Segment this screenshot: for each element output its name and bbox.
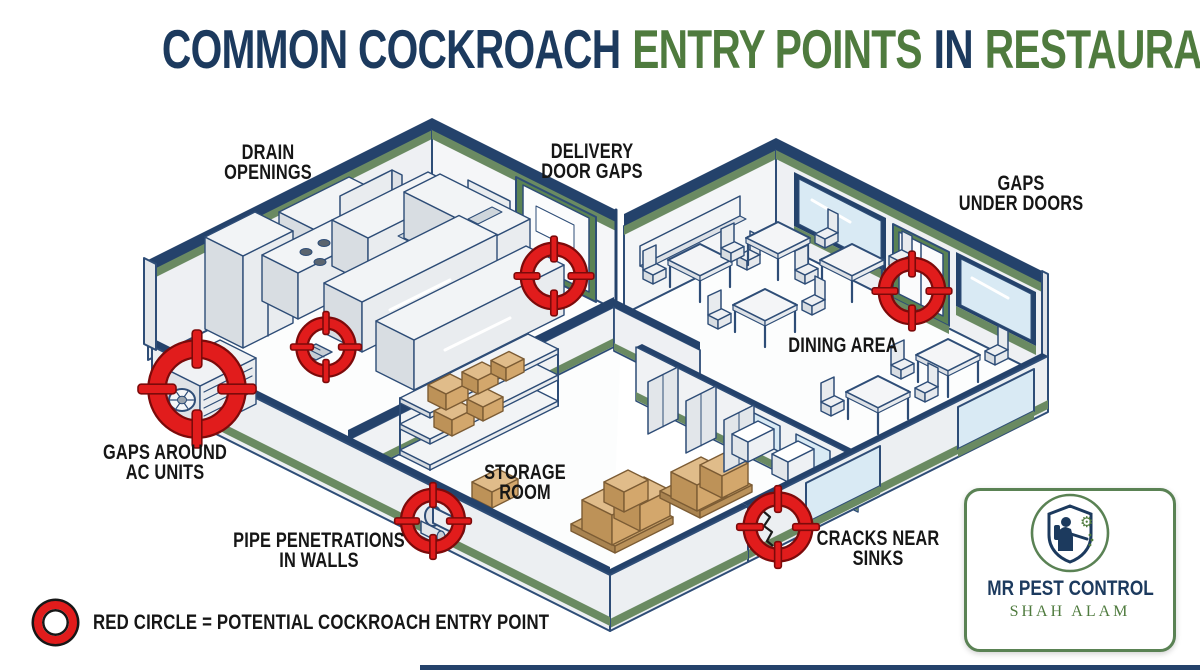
legend: RED CIRCLE = POTENTIAL COCKROACH ENTRY P…	[34, 601, 663, 644]
label-pipe-penetrations: PIPE PENETRATIONS IN WALLS	[233, 529, 405, 572]
title-part-3: IN	[933, 18, 974, 80]
sprayer-wand-icon	[1069, 532, 1089, 541]
pest-technician-icon	[1054, 517, 1094, 551]
title-part-2: ENTRY POINTS	[632, 18, 922, 80]
marker-gaps-under-doors	[871, 250, 953, 332]
marker-pipe-penetrations	[393, 481, 473, 561]
gear-icon: ⚙	[1080, 514, 1093, 531]
title-part-1: COMMON COCKROACH	[161, 18, 621, 80]
label-gaps-around-ac-units: GAPS AROUND AC UNITS	[103, 441, 227, 484]
label-gaps-under-doors: GAPS UNDER DOORS	[958, 172, 1084, 215]
marker-drain-openings	[289, 310, 363, 384]
label-cracks-near-sinks: CRACKS NEAR SINKS	[816, 527, 940, 570]
legend-text: RED CIRCLE = POTENTIAL COCKROACH ENTRY P…	[93, 610, 550, 634]
label-dining-area: DINING AREA	[788, 334, 898, 357]
red-circle-icon	[34, 601, 77, 644]
title-part-4: RESTAURANTS	[984, 18, 1200, 80]
bottom-border	[420, 665, 1200, 670]
marker-gaps-around-ac-units	[137, 329, 257, 449]
marker-cracks-near-sinks	[735, 484, 821, 570]
label-drain-openings: DRAIN OPENINGS	[224, 141, 312, 184]
label-delivery-door-gaps: DELIVERY DOOR GAPS	[541, 140, 643, 183]
marker-delivery-door-gaps	[513, 235, 595, 317]
logo-emblem: ⚙	[1030, 493, 1110, 573]
logo-card: ⚙ MR PEST CONTROL SHAH ALAM	[964, 488, 1176, 652]
logo-location: SHAH ALAM	[1009, 603, 1131, 620]
logo-company-name: MR PEST CONTROL	[986, 577, 1154, 600]
label-storage-room: STORAGE ROOM	[484, 461, 566, 504]
